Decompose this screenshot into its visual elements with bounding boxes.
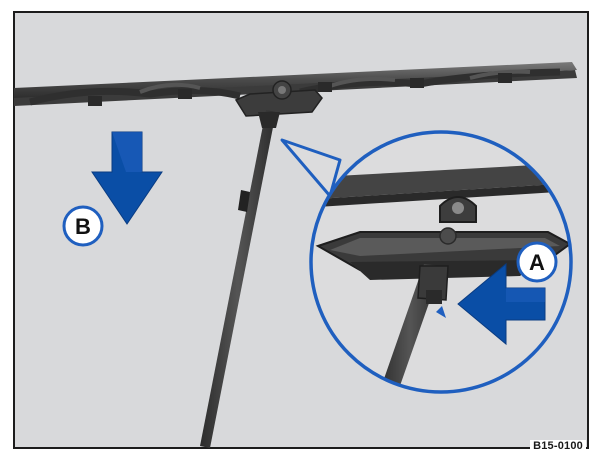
callout-b-badge: B xyxy=(62,205,104,247)
callout-a-label: A xyxy=(529,250,545,275)
wiper-blade xyxy=(14,62,577,106)
left-arrow-a xyxy=(457,262,546,346)
callout-b-label: B xyxy=(75,214,91,239)
downward-arrow-b xyxy=(91,131,163,225)
figure-reference-code: B15-0100 xyxy=(530,440,586,452)
detail-magnifier xyxy=(280,130,573,394)
magnifier-ring xyxy=(309,130,573,394)
blade-adapter xyxy=(234,80,323,117)
wiper-arm xyxy=(200,110,280,448)
callout-a-badge: A xyxy=(516,241,558,283)
